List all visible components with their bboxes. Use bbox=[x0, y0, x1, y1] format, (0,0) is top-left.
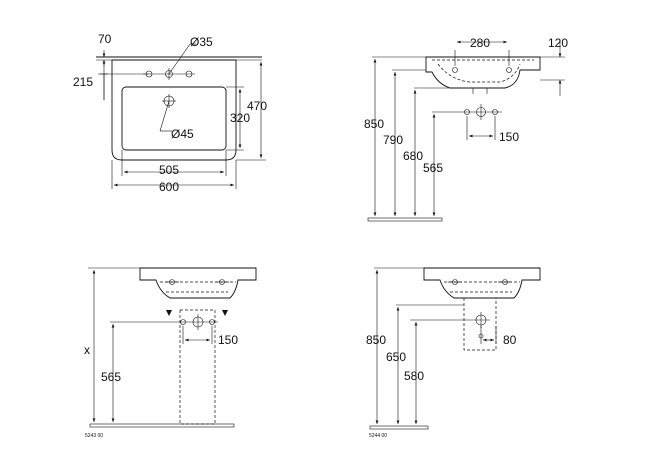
dim-650: 650 bbox=[386, 350, 406, 364]
dim-inner-width: 505 bbox=[159, 163, 179, 177]
pedestal-outline bbox=[179, 309, 216, 425]
basin-front-profile bbox=[139, 267, 257, 299]
dim-580: 580 bbox=[404, 369, 424, 383]
drain-fittings bbox=[460, 88, 502, 120]
dim-bowl-depth: 320 bbox=[230, 111, 250, 125]
floor-line-pedestal bbox=[89, 423, 235, 428]
dim-150-pedestal: 150 bbox=[218, 333, 238, 347]
dim-overhang: 70 bbox=[98, 32, 112, 46]
dim-tap-hole-dia: Ø35 bbox=[190, 35, 213, 49]
semi-drain-fittings bbox=[410, 312, 490, 339]
dim-outer-width: 600 bbox=[159, 180, 179, 194]
pedestal-view: 150 x 565 5243 00 bbox=[84, 267, 257, 439]
dim-680: 680 bbox=[403, 149, 423, 163]
floor-line-semi bbox=[369, 425, 429, 430]
semi-pedestal-view: 80 850 650 580 5244 00 bbox=[366, 267, 541, 439]
basin-outline bbox=[111, 59, 237, 161]
dim-280: 280 bbox=[470, 36, 490, 50]
dim-80: 80 bbox=[503, 333, 517, 347]
pedestal-drain-fittings bbox=[110, 314, 218, 330]
dim-drain-dia: Ø45 bbox=[171, 127, 194, 141]
dim-120: 120 bbox=[548, 36, 568, 50]
drawing-code-pedestal: 5243 00 bbox=[85, 433, 103, 439]
side-view: 280 120 150 850 790 bbox=[364, 36, 568, 222]
basin-front-profile-semi bbox=[423, 267, 541, 299]
dim-850-semi: 850 bbox=[366, 333, 386, 347]
basin-profile bbox=[425, 56, 541, 89]
dim-850: 850 bbox=[364, 117, 384, 131]
floor-line bbox=[367, 217, 443, 222]
bowl-outline bbox=[121, 86, 227, 151]
dim-565: 565 bbox=[423, 161, 443, 175]
dim-height-outer: 470 bbox=[247, 99, 267, 113]
dim-565-pedestal: 565 bbox=[101, 370, 121, 384]
top-view: Ø35 Ø45 70 215 470 320 505 600 bbox=[73, 32, 267, 194]
dim-790: 790 bbox=[383, 133, 403, 147]
dim-tap-offset: 215 bbox=[73, 75, 93, 89]
dim-x: x bbox=[84, 343, 90, 357]
semi-pedestal-outline bbox=[463, 298, 497, 351]
dim-150: 150 bbox=[499, 130, 519, 144]
drawing-code-semi: 5244 00 bbox=[369, 433, 387, 439]
